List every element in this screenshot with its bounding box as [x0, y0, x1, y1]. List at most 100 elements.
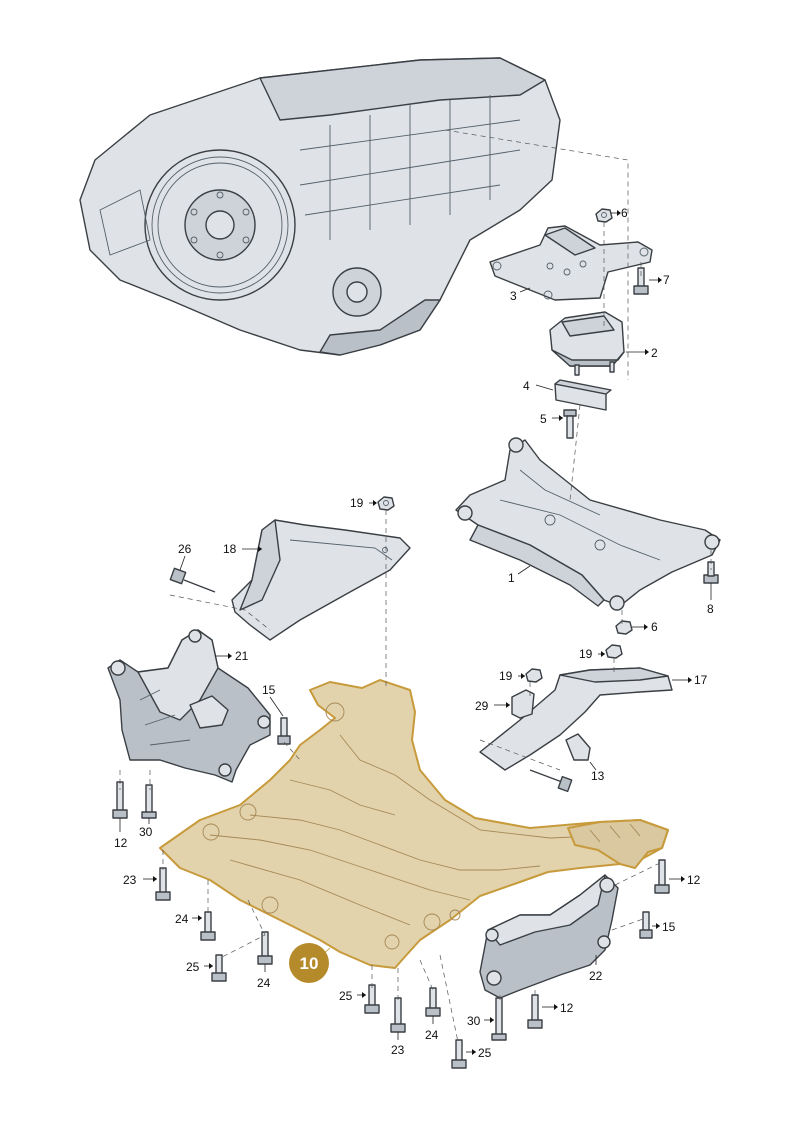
callout-21: 21: [215, 649, 249, 663]
callout-23-lower-label: 23: [391, 1043, 405, 1057]
callout-1: 1: [508, 565, 531, 585]
callout-2: 2: [626, 346, 658, 360]
callout-7-label: 7: [663, 273, 670, 287]
nut-19-upper: [377, 496, 395, 511]
callout-12-right-label: 12: [687, 873, 701, 887]
bolt-15-right: [639, 911, 653, 939]
callout-12-right: 12: [669, 873, 701, 887]
callout-1-label: 1: [508, 571, 515, 585]
callout-12-lower: 12: [542, 1001, 574, 1015]
callout-6-top-label: 6: [621, 206, 628, 220]
callout-22-label: 22: [589, 969, 603, 983]
bolt-12-left: [112, 781, 128, 819]
callout-18: 18: [223, 542, 262, 556]
bolt-30-left: [141, 784, 157, 819]
callout-26: 26: [178, 542, 192, 571]
nut-lower: [615, 620, 633, 635]
callout-15-left: 15: [262, 683, 284, 717]
callout-17: 17: [672, 673, 708, 687]
callout-7: 7: [649, 273, 670, 287]
bolt-12-right: [654, 859, 670, 894]
bolt-26-right: [529, 769, 573, 793]
callout-4: 4: [523, 379, 554, 393]
bolt-24-left: [200, 911, 216, 941]
callout-19-mid-label: 19: [499, 669, 513, 683]
callout-12-lower-label: 12: [560, 1001, 574, 1015]
callout-3: 3: [510, 287, 531, 303]
callout-30-lower: 30: [467, 1014, 494, 1028]
subframe: [455, 437, 721, 611]
bolt-12-lower: [527, 994, 543, 1029]
callout-24-lower: 24: [425, 1016, 439, 1042]
bolt-25-lower: [451, 1039, 467, 1069]
callout-8: 8: [707, 583, 714, 616]
callout-18-label: 18: [223, 542, 237, 556]
callout-25-left-label: 25: [186, 960, 200, 974]
bolt-23-lower: [390, 997, 406, 1033]
bolt-7: [633, 267, 649, 295]
callout-30-left-label: 30: [139, 825, 153, 839]
heat-shield: [231, 519, 411, 641]
underbody-protection-plate: [159, 679, 669, 969]
callout-23-lower: 23: [391, 1032, 405, 1057]
callout-6-lower: 6: [632, 620, 658, 634]
engine-mount-bracket: [479, 874, 619, 999]
bolt-8: [703, 561, 719, 584]
callout-24-lower-label: 24: [425, 1028, 439, 1042]
callout-26-label: 26: [178, 542, 192, 556]
callout-15-right-label: 15: [662, 920, 676, 934]
nut-19-mid: [525, 668, 543, 683]
bolt-15-left: [277, 717, 291, 745]
callout-24-center: 24: [257, 964, 271, 990]
callout-25-lower: 25: [466, 1046, 492, 1060]
callout-23-left: 23: [123, 873, 157, 887]
callout-23-left-label: 23: [123, 873, 137, 887]
bolt-26: [169, 567, 216, 593]
callout-12-left-label: 12: [114, 836, 128, 850]
callout-24-left-label: 24: [175, 912, 189, 926]
callout-30-left: 30: [139, 818, 153, 839]
callout-13-label: 13: [591, 769, 605, 783]
callout-15-right: 15: [652, 920, 676, 934]
wheel-carrier: [107, 629, 271, 783]
bolt-30-lower: [491, 997, 507, 1041]
bolt-24-lower: [425, 987, 441, 1017]
callout-19-right: 19: [579, 647, 605, 661]
callout-5: 5: [540, 412, 563, 426]
clip-29: [511, 689, 535, 719]
mount-shim-4: [554, 379, 612, 411]
callout-15-left-label: 15: [262, 683, 276, 697]
callout-21-label: 21: [235, 649, 249, 663]
callout-25-mid-label: 25: [339, 989, 353, 1003]
callout-24-left: 24: [175, 912, 202, 926]
callout-29: 29: [475, 699, 510, 713]
callout-12-left: 12: [114, 818, 128, 850]
highlighted-part-number: 10: [300, 954, 319, 973]
assembly-guide-lines: [119, 129, 712, 1043]
callout-30-lower-label: 30: [467, 1014, 481, 1028]
callout-19-mid: 19: [499, 669, 525, 683]
callout-6-lower-label: 6: [651, 620, 658, 634]
nut-19-right: [605, 644, 623, 659]
bolt-23-left: [155, 867, 171, 901]
bolt-24-center: [257, 931, 273, 965]
right-heat-shield: [479, 667, 673, 771]
callout-17-label: 17: [694, 673, 708, 687]
callout-5-label: 5: [540, 412, 547, 426]
bracket-13: [565, 733, 591, 761]
transmission-mount-bracket: [489, 225, 653, 301]
bolt-25-left: [211, 954, 227, 982]
bolt-25-mid: [364, 984, 380, 1014]
callout-2-label: 2: [651, 346, 658, 360]
callout-19-upper-label: 19: [350, 496, 364, 510]
callout-6-top: 6: [611, 206, 628, 220]
callout-25-left: 25: [186, 960, 213, 974]
callout-4-label: 4: [523, 379, 530, 393]
transmission-assembly: [79, 57, 561, 356]
callout-24-center-label: 24: [257, 976, 271, 990]
callout-19-right-label: 19: [579, 647, 593, 661]
callout-22: 22: [589, 955, 603, 983]
bolt-5: [563, 409, 577, 439]
callout-29-label: 29: [475, 699, 489, 713]
